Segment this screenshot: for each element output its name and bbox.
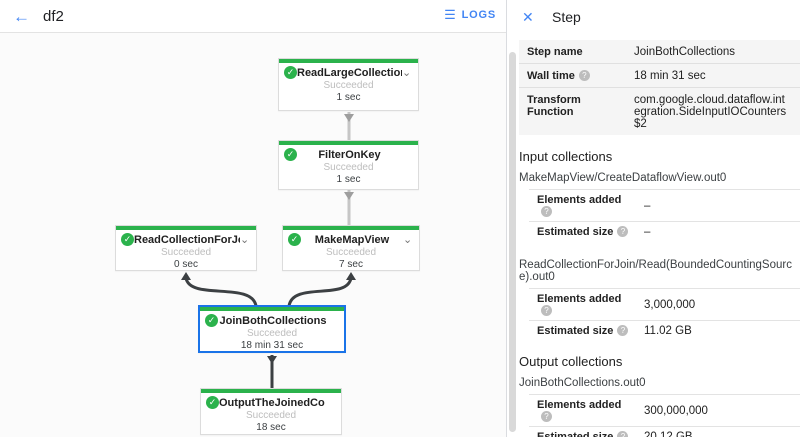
- node-success-bar: [279, 59, 418, 63]
- collection-metrics: Elements added? 300,000,000 Estimated si…: [529, 394, 800, 437]
- node-duration: 18 sec: [256, 422, 286, 433]
- help-icon[interactable]: ?: [617, 431, 629, 437]
- metric-value: –: [644, 226, 651, 238]
- logs-list-icon: ☰: [444, 7, 457, 22]
- step-details-panel: ✕ Step Step name JoinBothCollections Wal…: [506, 0, 800, 437]
- node-title: OutputTheJoinedCollec...: [219, 396, 325, 409]
- graph-node-outputthejoined[interactable]: ✓ OutputTheJoinedCollec... Succeeded 18 …: [200, 388, 342, 435]
- node-title: ReadLargeCollectionFr...: [297, 66, 402, 79]
- node-success-bar: [201, 389, 341, 393]
- info-row-step-name: Step name JoinBothCollections: [519, 40, 800, 64]
- metric-value: 300,000,000: [644, 405, 708, 417]
- collection-name: ReadCollectionForJoin/Read(BoundedCounti…: [519, 259, 792, 283]
- info-label: Wall time?: [527, 70, 626, 82]
- node-duration: 18 min 31 sec: [240, 340, 304, 351]
- metric-value: 11.02 GB: [644, 325, 692, 337]
- metric-value: 3,000,000: [644, 299, 696, 311]
- node-status: Succeeded: [323, 80, 374, 91]
- metric-row-elements-added: Elements added? 3,000,000: [529, 288, 800, 320]
- metric-value: 20.12 GB: [644, 431, 693, 437]
- metric-label: Elements added?: [537, 293, 622, 316]
- info-value: JoinBothCollections: [634, 46, 736, 58]
- job-topbar: ← df2 ☰ LOGS: [0, 0, 506, 33]
- node-success-bar: [283, 226, 419, 230]
- collection-name: MakeMapView/CreateDataflowView.out0: [519, 172, 727, 184]
- node-title: JoinBothCollections: [219, 314, 327, 327]
- node-success-bar: [200, 307, 344, 311]
- help-icon[interactable]: ?: [617, 226, 629, 237]
- node-status: Succeeded: [323, 162, 374, 173]
- success-check-icon: ✓: [121, 233, 134, 246]
- node-duration: 1 sec: [336, 174, 361, 185]
- graph-node-joinbothcollections-selected[interactable]: ✓ JoinBothCollections Succeeded 18 min 3…: [198, 305, 346, 353]
- graph-node-filteronkey[interactable]: ✓ FilterOnKey Succeeded 1 sec: [278, 140, 419, 190]
- success-check-icon: ✓: [205, 314, 218, 327]
- node-title: MakeMapView: [314, 233, 390, 246]
- job-graph-panel: ← df2 ☰ LOGS: [0, 0, 506, 437]
- info-value: com.google.cloud.dataflow.integration.Si…: [634, 94, 787, 130]
- metric-label: Estimated size?: [537, 226, 634, 238]
- metric-label: Elements added?: [537, 194, 622, 217]
- help-icon[interactable]: ?: [541, 305, 552, 316]
- step-info-table: Step name JoinBothCollections Wall time?…: [519, 40, 800, 135]
- help-icon[interactable]: ?: [617, 325, 629, 336]
- metric-row-estimated-size: Estimated size? 11.02 GB: [529, 320, 800, 340]
- input-collections-heading: Input collections: [519, 149, 613, 164]
- graph-node-makemapview[interactable]: ✓ MakeMapView ⌄ Succeeded 7 sec: [282, 225, 420, 271]
- collection-metrics: Elements added? 3,000,000 Estimated size…: [529, 288, 800, 340]
- graph-node-readlargecollection[interactable]: ✓ ReadLargeCollectionFr... ⌄ Succeeded 1…: [278, 58, 419, 111]
- help-icon[interactable]: ?: [578, 70, 590, 81]
- info-row-transform-function: Transform Function com.google.cloud.data…: [519, 88, 800, 135]
- chevron-down-icon[interactable]: ⌄: [403, 233, 413, 246]
- metric-row-elements-added: Elements added? 300,000,000: [529, 394, 800, 426]
- job-title: df2: [43, 7, 64, 25]
- step-panel-header: ✕ Step: [507, 0, 800, 40]
- panel-scrollbar-thumb[interactable]: [509, 52, 516, 432]
- metric-row-estimated-size: Estimated size? 20.12 GB: [529, 426, 800, 437]
- node-status: Succeeded: [160, 247, 212, 258]
- node-duration: 1 sec: [336, 92, 361, 103]
- chevron-down-icon[interactable]: ⌄: [402, 66, 412, 79]
- metric-row-estimated-size: Estimated size? –: [529, 221, 800, 241]
- help-icon[interactable]: ?: [541, 411, 552, 422]
- node-duration: 0 sec: [174, 259, 198, 270]
- metric-row-elements-added: Elements added? –: [529, 189, 800, 221]
- metric-value: –: [644, 200, 651, 212]
- info-label: Transform Function: [527, 94, 581, 118]
- node-status: Succeeded: [245, 410, 297, 421]
- close-icon[interactable]: ✕: [522, 9, 534, 25]
- node-status: Succeeded: [246, 328, 298, 339]
- success-check-icon: ✓: [284, 148, 297, 161]
- back-arrow-icon[interactable]: ←: [13, 6, 30, 26]
- info-label: Step name: [527, 46, 583, 58]
- step-panel-content: Step name JoinBothCollections Wall time?…: [519, 40, 800, 437]
- node-duration: 7 sec: [339, 259, 363, 270]
- node-success-bar: [279, 141, 418, 145]
- node-status: Succeeded: [325, 247, 377, 258]
- collection-metrics: Elements added? – Estimated size? –: [529, 189, 800, 241]
- logs-button-label: LOGS: [461, 9, 496, 21]
- info-value: 18 min 31 sec: [634, 70, 706, 82]
- graph-node-readcollectionforjoin[interactable]: ✓ ReadCollectionForJoin ⌄ Succeeded 0 se…: [115, 225, 257, 271]
- node-title: FilterOnKey: [318, 148, 381, 161]
- success-check-icon: ✓: [288, 233, 301, 246]
- help-icon[interactable]: ?: [541, 206, 552, 217]
- panel-title: Step: [552, 9, 581, 25]
- output-collections-heading: Output collections: [519, 354, 623, 369]
- dag-graph-canvas[interactable]: ✓ ReadLargeCollectionFr... ⌄ Succeeded 1…: [0, 33, 506, 437]
- metric-label: Elements added?: [537, 399, 622, 422]
- node-title: ReadCollectionForJoin: [134, 233, 240, 246]
- success-check-icon: ✓: [206, 396, 219, 409]
- metric-label: Estimated size?: [537, 325, 634, 337]
- chevron-down-icon[interactable]: ⌄: [240, 233, 250, 246]
- logs-button[interactable]: ☰ LOGS: [444, 7, 496, 23]
- collection-name: JoinBothCollections.out0: [519, 377, 646, 389]
- info-row-wall-time: Wall time? 18 min 31 sec: [519, 64, 800, 88]
- metric-label: Estimated size?: [537, 431, 634, 437]
- success-check-icon: ✓: [284, 66, 297, 79]
- node-success-bar: [116, 226, 256, 230]
